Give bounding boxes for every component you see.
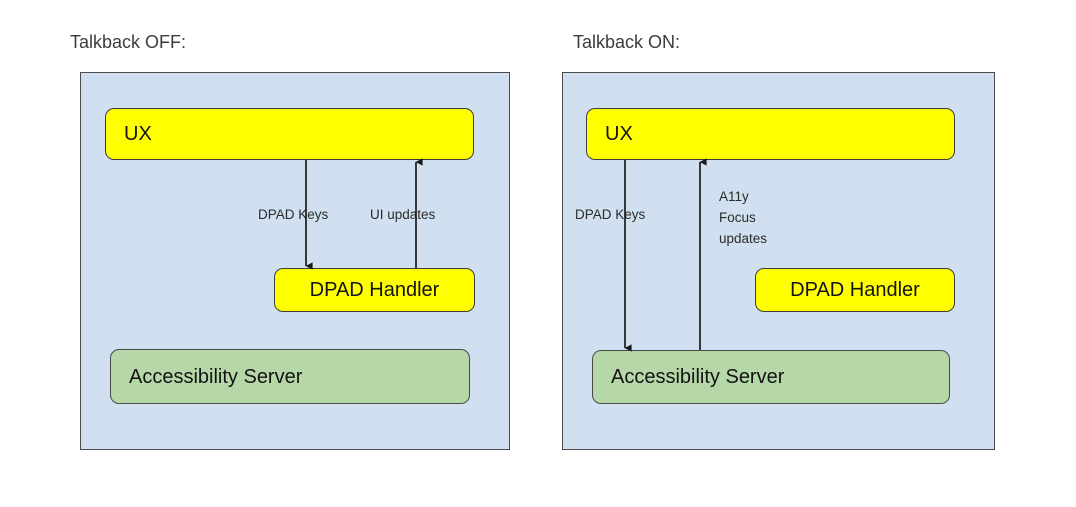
edge-label-dpad-keys-on: DPAD Keys [575,207,646,222]
node-dpad-handler-on[interactable]: DPAD Handler [755,268,955,312]
node-ux-off[interactable]: UX [105,108,474,160]
node-accessibility-server-off[interactable]: Accessibility Server [110,349,470,404]
node-accessibility-server-off-label: Accessibility Server [129,365,303,388]
edge-label-ui-updates-off: UI updates [370,207,436,222]
edge-label-dpad-keys-off: DPAD Keys [258,207,329,222]
edge-label-a11y-focus-updates: A11y Focus updates [719,189,768,246]
node-dpad-handler-off[interactable]: DPAD Handler [274,268,475,312]
node-ux-off-label: UX [124,123,152,145]
node-ux-on[interactable]: UX [586,108,955,160]
node-dpad-handler-off-label: DPAD Handler [309,279,440,301]
panel-title-talkback-off: Talkback OFF: [70,32,187,52]
node-ux-on-label: UX [605,123,633,145]
node-dpad-handler-on-label: DPAD Handler [790,279,920,301]
node-accessibility-server-on-label: Accessibility Server [611,366,785,388]
node-accessibility-server-on[interactable]: Accessibility Server [592,350,950,404]
panel-title-talkback-on: Talkback ON: [573,32,681,52]
